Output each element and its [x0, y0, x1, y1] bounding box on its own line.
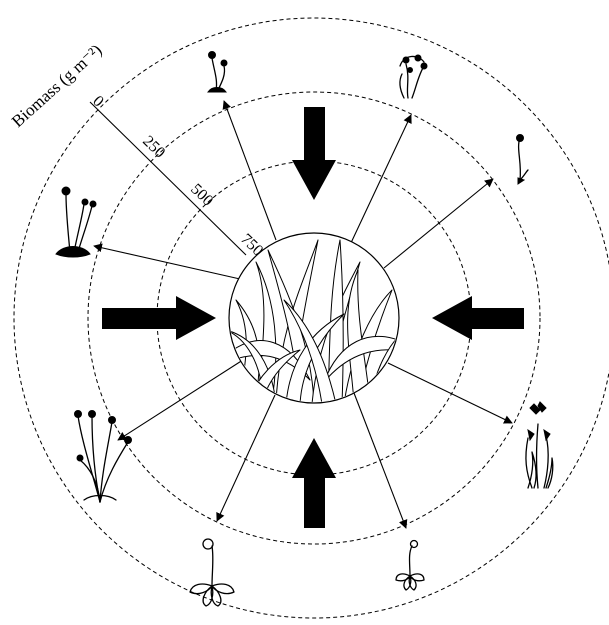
radial-arrow-right-down — [388, 363, 512, 423]
rosette-flower-icon — [56, 187, 96, 257]
radial-arrow-top-right — [350, 115, 411, 245]
basal-rosette-flower-icon — [526, 402, 553, 488]
branched-flower-icon — [75, 411, 132, 503]
drooping-flower-icon — [400, 55, 427, 98]
pressure-arrow-right — [432, 296, 524, 340]
scale-tick-500: 500 — [187, 181, 216, 210]
small-tuft-flower-icon — [396, 541, 424, 591]
pressure-arrow-top — [292, 107, 336, 200]
radial-arrow-left — [94, 246, 240, 279]
radial-arrow-top-left — [224, 101, 276, 240]
radial-arrow-bottom — [217, 395, 275, 521]
tall-flower-icon — [208, 52, 227, 93]
biomass-scale: 0 250 500 750 Biomass (g m⁻²) — [8, 40, 266, 259]
scale-tick-0: 0 — [89, 93, 107, 111]
rosette-small-flower-icon — [190, 539, 234, 606]
erect-flower-icon — [517, 135, 529, 185]
radial-arrow-bottom-left — [118, 358, 246, 440]
radial-arrow-right-up — [384, 179, 493, 268]
dense-grass-icon — [226, 233, 404, 404]
radial-arrow-bottom-right — [354, 393, 406, 528]
pressure-arrow-bottom — [292, 438, 336, 528]
scale-axis-line — [90, 102, 246, 255]
pressure-arrow-left — [102, 296, 216, 340]
axis-label: Biomass (g m⁻²) — [8, 40, 106, 131]
scale-tick-250: 250 — [139, 133, 168, 162]
